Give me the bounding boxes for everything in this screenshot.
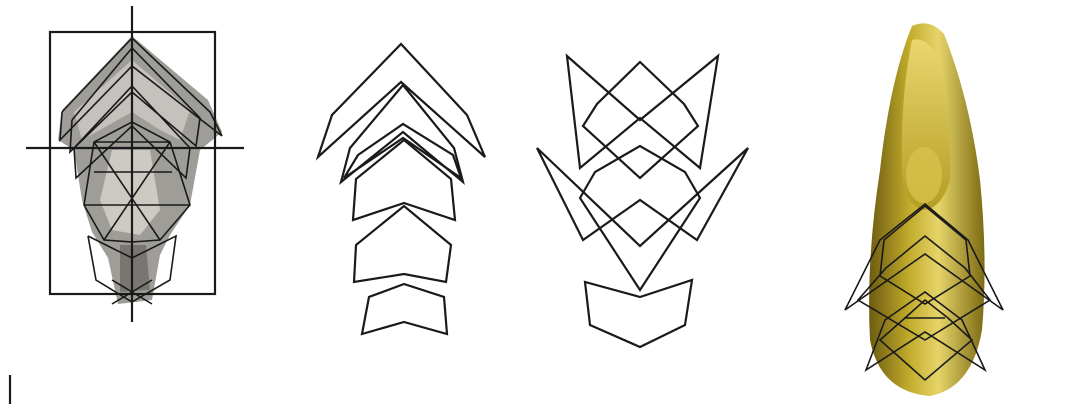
panel-wooden-object-overlay bbox=[845, 23, 1003, 396]
chevron-4 bbox=[353, 140, 455, 220]
panel-interlocking-chevrons bbox=[537, 56, 748, 347]
interlock-mid-a bbox=[537, 148, 748, 246]
interlock-mid-b bbox=[580, 146, 700, 290]
chevron-5 bbox=[354, 206, 451, 282]
interlock-bottom bbox=[585, 280, 692, 347]
chevron-6 bbox=[362, 284, 447, 334]
panel-stacked-chevrons bbox=[318, 44, 485, 334]
panel-grey-object-overlay bbox=[26, 6, 244, 322]
wooden-object-photo bbox=[869, 23, 984, 396]
interlock-top-a bbox=[567, 56, 718, 168]
grey-object-photo bbox=[58, 36, 222, 304]
